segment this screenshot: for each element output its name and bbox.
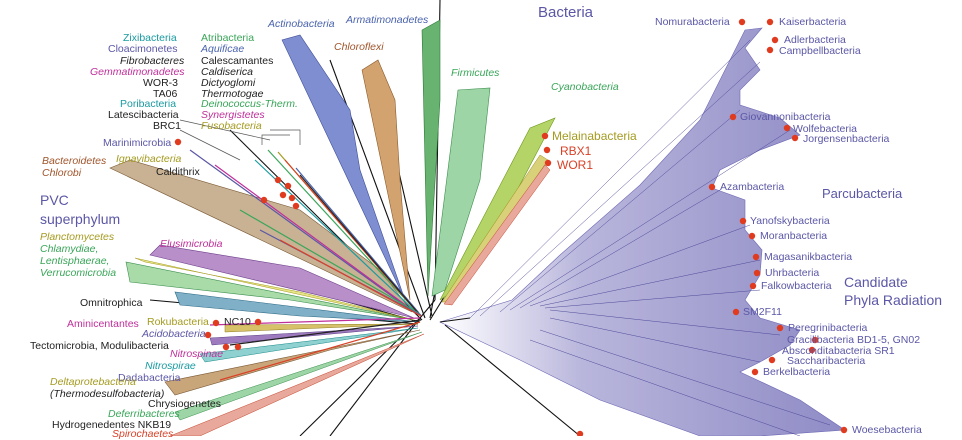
label-woesebacteria: Woesebacteria <box>852 424 922 436</box>
thin-phylum-branches <box>189 149 422 381</box>
firmicutes-clade <box>431 87 491 297</box>
label-thermodesulfobacteria: (Thermodesulfobacteria) <box>50 388 165 400</box>
label-nomurabacteria: Nomurabacteria <box>655 16 730 28</box>
deltaproteobacteria-clade <box>164 329 421 396</box>
label-cyanobacteria: Cyanobacteria <box>551 81 619 93</box>
label-jorgensenbacteria: Jorgensenbacteria <box>803 133 890 145</box>
label-omnitrophica: Omnitrophica <box>80 297 143 309</box>
verruco-clade <box>134 257 415 321</box>
label-yanofskybacteria: Yanofskybacteria <box>750 215 830 227</box>
label-campbellbacteria: Campbellbacteria <box>779 45 861 57</box>
label-marinimicrobia: Marinimicrobia <box>103 137 172 149</box>
label-poribacteria: Poribacteria <box>120 98 177 110</box>
cpr-heading-line2: Phyla Radiation <box>844 292 943 308</box>
wor1-clade <box>443 164 551 306</box>
label-actinobacteria: Actinobacteria <box>268 18 335 30</box>
label-ta06: TA06 <box>153 88 178 100</box>
cpr-branch-lines <box>469 39 831 436</box>
label-magasanikbacteria: Magasanikbacteria <box>764 251 853 263</box>
label-gemmatimonadetes: Gemmatimonadetes <box>90 66 185 78</box>
label-deferribacteres: Deferribacteres <box>108 408 180 420</box>
label-dadabacteria: Dadabacteria <box>118 372 181 384</box>
label-fusobacteria: Fusobacteria <box>201 120 262 132</box>
parcubacteria-heading: Parcubacteria <box>822 186 903 201</box>
label-synergistetes: Synergistetes <box>201 109 265 121</box>
label-wolfebacteria: Wolfebacteria <box>793 123 858 135</box>
label-chloroflexi: Chloroflexi <box>334 41 384 53</box>
label-acidobacteria: Acidobacteria <box>142 328 206 340</box>
label-azambacteria: Azambacteria <box>720 181 785 193</box>
label-calescamantes: Calescamantes <box>201 55 274 67</box>
label-rokubacteria: Rokubacteria <box>147 316 209 328</box>
label-chlorobi: Chlorobi <box>42 167 82 179</box>
label-atribacteria: Atribacteria <box>201 32 255 44</box>
label-verrucomicrobia: Verrucomicrobia <box>40 267 117 279</box>
label-wor3: WOR-3 <box>143 77 178 89</box>
label-kaiserbacteria: Kaiserbacteria <box>779 16 847 28</box>
label-berkelbacteria: Berkelbacteria <box>763 366 831 378</box>
chloroflexi-clade <box>361 59 411 301</box>
label-chrysiogenetes: Chrysiogenetes <box>148 398 221 410</box>
label-nitrospinae: Nitrospinae <box>170 348 224 360</box>
rokubacteria-clade <box>224 323 419 333</box>
label-uhrbacteria: Uhrbacteria <box>765 267 820 279</box>
label-giovannonibacteria: Giovannonibacteria <box>740 111 831 123</box>
pvc-clade <box>125 261 415 321</box>
elusimicrobia-clade <box>149 244 415 319</box>
label-falkowbacteria: Falkowbacteria <box>761 280 832 292</box>
label-deltaproteobacteria: Deltaprotebacteria <box>50 376 136 388</box>
label-aquificae: Aquificae <box>201 43 245 55</box>
label-thermotogae: Thermotogae <box>201 88 264 100</box>
new-lineage-dots <box>174 18 848 436</box>
label-caldiserica: Caldiserica <box>201 66 253 78</box>
label-latescibacteria: Latescibacteria <box>108 109 179 121</box>
label-cloacimonetes: Cloacimonetes <box>108 43 178 55</box>
label-lentisphaerae: Lentisphaerae, <box>40 255 110 267</box>
pvc-heading-line2: superphylum <box>40 211 121 227</box>
label-nitrospirae: Nitrospirae <box>145 360 196 372</box>
label-gracilibacteria: Gracilibacteria BD1-5, GN02 <box>787 334 921 346</box>
label-bacteroidetes: Bacteroidetes <box>42 155 107 167</box>
label-spirochaetes: Spirochaetes <box>112 428 174 440</box>
actinobacteria-clade <box>281 34 406 301</box>
nitrospirae-clade <box>199 327 419 363</box>
deferribacteres-clade <box>174 331 423 421</box>
label-absconditabacteria: Absconditabacteria SR1 <box>782 345 895 357</box>
label-deinococcus: Deinococcus-Therm. <box>201 98 298 110</box>
label-brc1: BRC1 <box>153 120 182 132</box>
omnitrophica-clade <box>174 291 419 323</box>
label-melainabacteria: Melainabacteria <box>552 129 637 143</box>
bracket-lines <box>179 119 301 161</box>
label-peregrinibacteria: Peregrinibacteria <box>788 322 868 334</box>
label-hydrogenedentes: Hydrogenedentes NKB19 <box>52 419 172 431</box>
label-ignavibacteria: Ignavibacteria <box>116 153 182 165</box>
label-sm2f11: SM2F11 <box>743 306 782 318</box>
label-caldithrix: Caldithrix <box>156 166 200 178</box>
label-planctomycetes: Planctomycetes <box>40 231 115 243</box>
cpr-clade-fan <box>439 27 846 436</box>
pvc-heading-line1: PVC <box>40 192 69 208</box>
label-fibrobacteres: Fibrobacteres <box>120 55 185 67</box>
cpr-heading-line1: Candidate <box>844 274 908 290</box>
label-rbx1: RBX1 <box>560 144 592 158</box>
label-tectomicrobia: Tectomicrobia, Modulibacteria <box>30 340 169 352</box>
label-moranbacteria: Moranbacteria <box>760 230 828 242</box>
label-firmicutes: Firmicutes <box>451 67 500 79</box>
label-saccharibacteria: Saccharibacteria <box>787 355 866 367</box>
label-elusimicrobia: Elusimicrobia <box>160 238 223 250</box>
label-wor1: WOR1 <box>557 158 593 172</box>
label-aminicentantes: Aminicentantes <box>67 318 139 330</box>
spirochaetes-clade <box>169 333 425 436</box>
label-zixibacteria: Zixibacteria <box>123 32 177 44</box>
label-armatimonadetes: Armatimonadetes <box>346 14 429 26</box>
label-chlamydiae: Chlamydiae, <box>40 243 99 255</box>
label-adlerbacteria: Adlerbacteria <box>784 34 846 46</box>
bacteria-heading: Bacteria <box>538 4 594 21</box>
label-nc10: NC10 <box>224 316 251 328</box>
label-dictyoglomi: Dictyoglomi <box>201 77 256 89</box>
armatimonadetes-clade <box>421 19 441 297</box>
